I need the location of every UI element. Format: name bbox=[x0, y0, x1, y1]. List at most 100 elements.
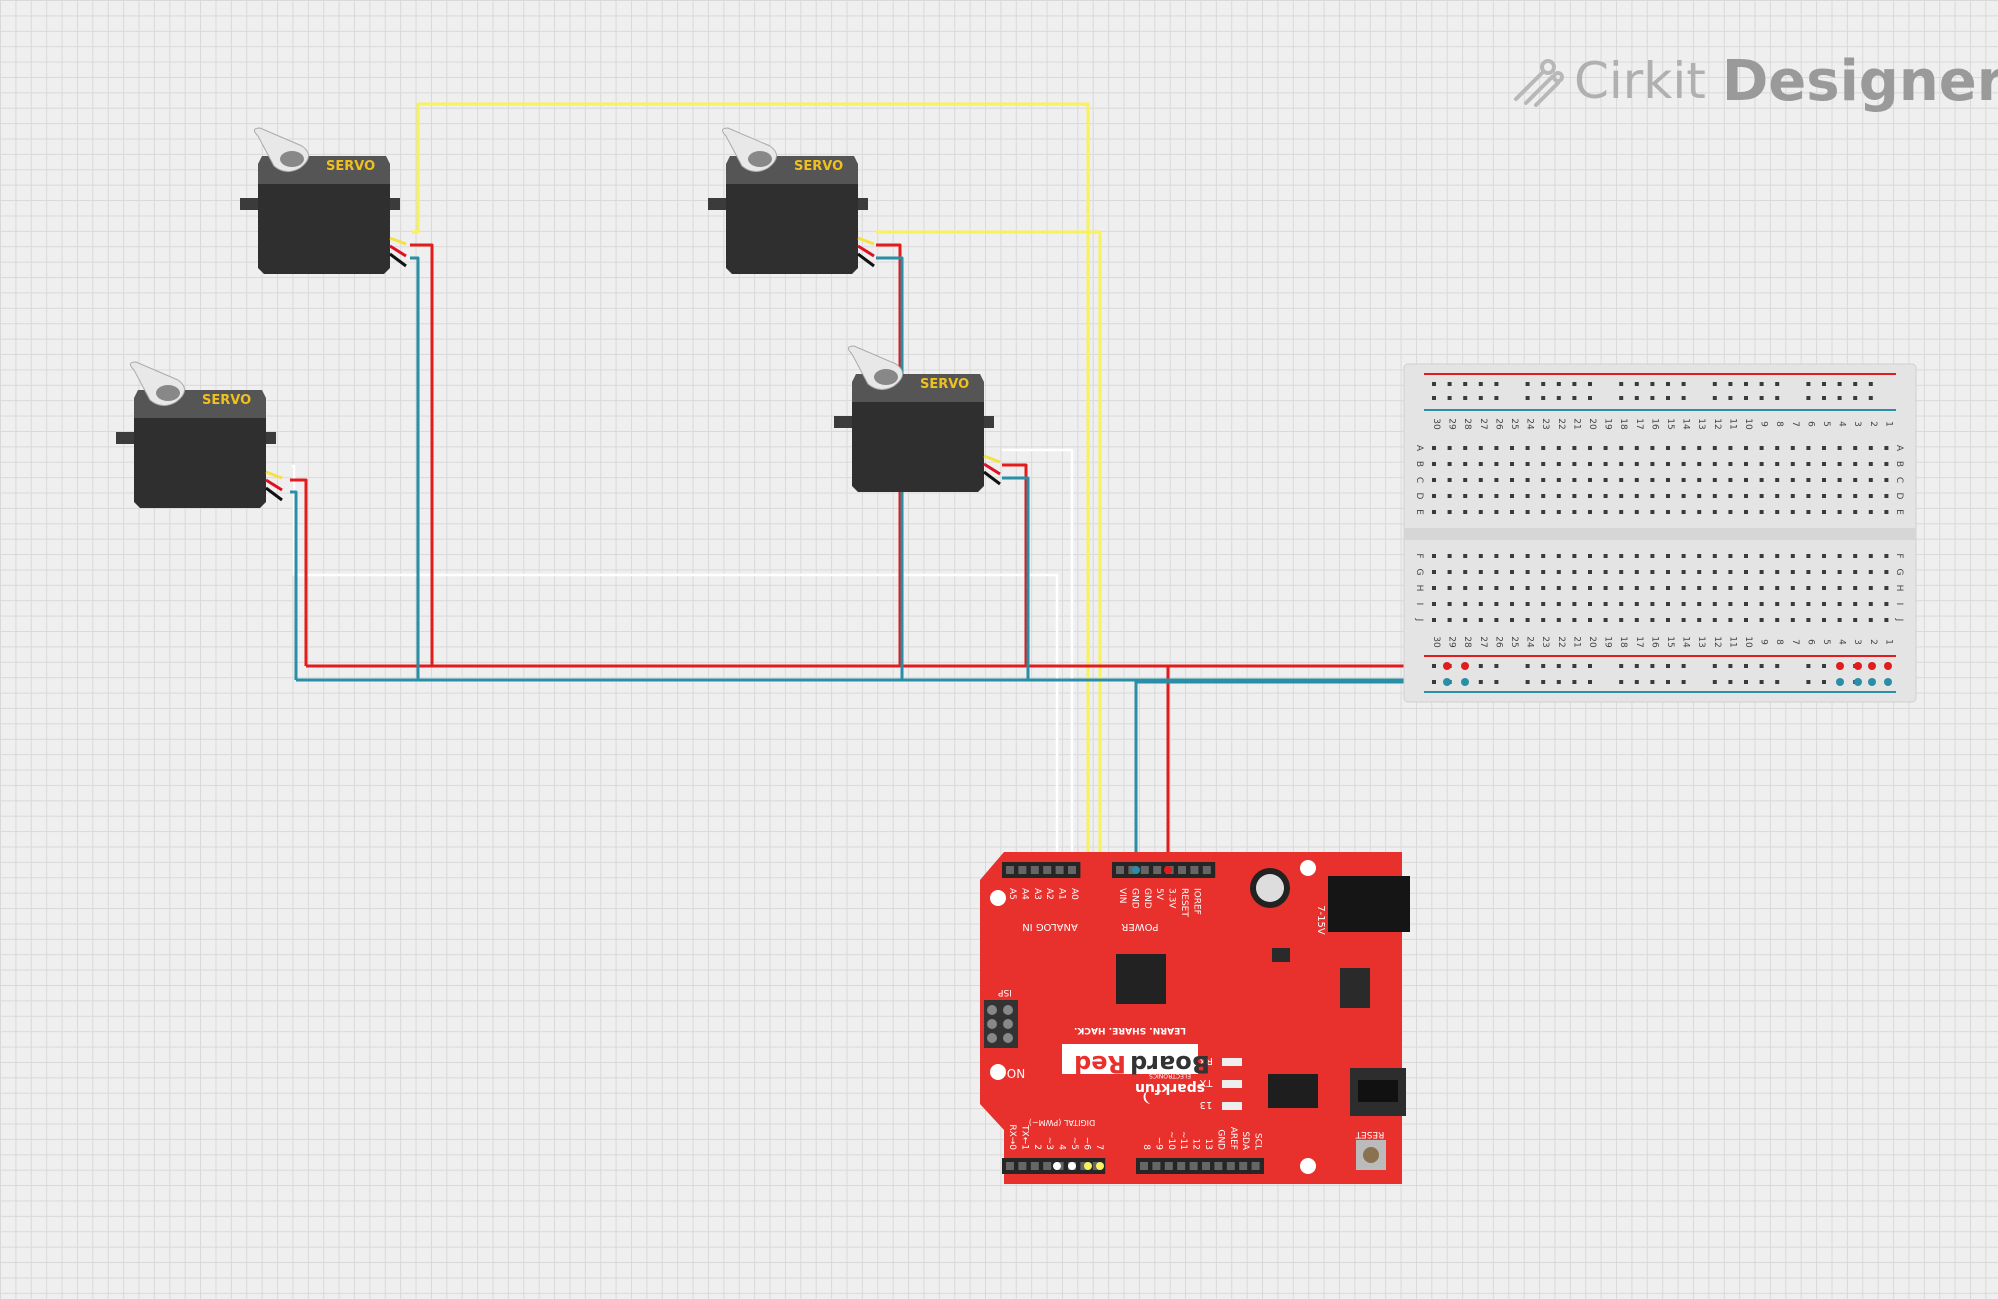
terminal-hole[interactable] bbox=[1603, 478, 1608, 482]
terminal-hole[interactable] bbox=[1728, 446, 1733, 450]
terminal-hole[interactable] bbox=[1681, 602, 1686, 606]
terminal-hole[interactable] bbox=[1432, 570, 1436, 574]
rail-hole[interactable] bbox=[1744, 396, 1748, 400]
header-pin[interactable] bbox=[1055, 866, 1064, 874]
terminal-hole[interactable] bbox=[1744, 554, 1748, 558]
terminal-hole[interactable] bbox=[1650, 462, 1655, 466]
terminal-hole[interactable] bbox=[1884, 602, 1889, 606]
terminal-hole[interactable] bbox=[1510, 446, 1514, 450]
terminal-hole[interactable] bbox=[1712, 510, 1717, 514]
header-pin[interactable] bbox=[1043, 1162, 1052, 1170]
terminal-hole[interactable] bbox=[1619, 618, 1624, 622]
rail-hole[interactable] bbox=[1759, 664, 1764, 668]
terminal-hole[interactable] bbox=[1775, 618, 1780, 622]
rail-hole[interactable] bbox=[1806, 382, 1811, 386]
terminal-hole[interactable] bbox=[1556, 446, 1561, 450]
terminal-hole[interactable] bbox=[1744, 510, 1748, 514]
terminal-hole[interactable] bbox=[1447, 478, 1452, 482]
terminal-hole[interactable] bbox=[1447, 618, 1452, 622]
terminal-hole[interactable] bbox=[1697, 618, 1702, 622]
header-pin[interactable] bbox=[1202, 866, 1211, 874]
terminal-hole[interactable] bbox=[1790, 618, 1795, 622]
terminal-hole[interactable] bbox=[1619, 462, 1624, 466]
terminal-hole[interactable] bbox=[1447, 494, 1452, 498]
terminal-hole[interactable] bbox=[1525, 586, 1530, 590]
terminal-hole[interactable] bbox=[1884, 462, 1889, 466]
rail-hole[interactable] bbox=[1447, 396, 1452, 400]
terminal-hole[interactable] bbox=[1463, 510, 1468, 514]
terminal-hole[interactable] bbox=[1463, 586, 1468, 590]
terminal-hole[interactable] bbox=[1650, 586, 1655, 590]
terminal-hole[interactable] bbox=[1556, 586, 1561, 590]
header-pin[interactable] bbox=[1030, 866, 1039, 874]
terminal-hole[interactable] bbox=[1525, 570, 1530, 574]
header-pin[interactable] bbox=[1251, 1162, 1260, 1170]
terminal-hole[interactable] bbox=[1619, 554, 1624, 558]
rail-hole[interactable] bbox=[1868, 396, 1873, 400]
isp-pin[interactable] bbox=[1003, 1005, 1013, 1015]
terminal-hole[interactable] bbox=[1478, 478, 1483, 482]
rail-hole[interactable] bbox=[1619, 382, 1624, 386]
terminal-hole[interactable] bbox=[1853, 462, 1858, 466]
rail-hole[interactable] bbox=[1541, 680, 1546, 684]
header-pin[interactable] bbox=[1178, 866, 1186, 874]
terminal-hole[interactable] bbox=[1541, 618, 1546, 622]
rail-hole[interactable] bbox=[1650, 382, 1655, 386]
terminal-hole[interactable] bbox=[1822, 586, 1826, 590]
terminal-hole[interactable] bbox=[1822, 494, 1826, 498]
terminal-hole[interactable] bbox=[1572, 446, 1577, 450]
terminal-hole[interactable] bbox=[1619, 478, 1624, 482]
terminal-hole[interactable] bbox=[1822, 554, 1826, 558]
rail-hole[interactable] bbox=[1822, 382, 1826, 386]
terminal-hole[interactable] bbox=[1837, 602, 1842, 606]
terminal-hole[interactable] bbox=[1884, 446, 1889, 450]
terminal-hole[interactable] bbox=[1868, 602, 1873, 606]
terminal-hole[interactable] bbox=[1510, 618, 1514, 622]
terminal-hole[interactable] bbox=[1494, 478, 1499, 482]
terminal-hole[interactable] bbox=[1697, 570, 1702, 574]
terminal-hole[interactable] bbox=[1790, 478, 1795, 482]
terminal-hole[interactable] bbox=[1556, 462, 1561, 466]
rail-hole[interactable] bbox=[1556, 680, 1561, 684]
terminal-hole[interactable] bbox=[1666, 510, 1670, 514]
terminal-hole[interactable] bbox=[1712, 494, 1717, 498]
terminal-hole[interactable] bbox=[1463, 602, 1468, 606]
terminal-hole[interactable] bbox=[1510, 602, 1514, 606]
terminal-hole[interactable] bbox=[1432, 478, 1436, 482]
terminal-hole[interactable] bbox=[1650, 478, 1655, 482]
rail-hole[interactable] bbox=[1541, 396, 1546, 400]
terminal-hole[interactable] bbox=[1619, 570, 1624, 574]
power-wire-servo-2[interactable] bbox=[876, 243, 902, 666]
terminal-hole[interactable] bbox=[1697, 602, 1702, 606]
terminal-hole[interactable] bbox=[1463, 554, 1468, 558]
terminal-hole[interactable] bbox=[1650, 554, 1655, 558]
terminal-hole[interactable] bbox=[1494, 494, 1499, 498]
header-pin[interactable] bbox=[1030, 1162, 1039, 1170]
terminal-hole[interactable] bbox=[1666, 478, 1670, 482]
terminal-hole[interactable] bbox=[1541, 570, 1546, 574]
terminal-hole[interactable] bbox=[1447, 462, 1452, 466]
terminal-hole[interactable] bbox=[1744, 478, 1748, 482]
rail-hole[interactable] bbox=[1556, 664, 1561, 668]
terminal-hole[interactable] bbox=[1712, 478, 1717, 482]
rail-hole[interactable] bbox=[1556, 382, 1561, 386]
rail-hole[interactable] bbox=[1650, 664, 1655, 668]
power-wire-servo-4[interactable] bbox=[1002, 463, 1028, 666]
terminal-hole[interactable] bbox=[1572, 554, 1577, 558]
terminal-hole[interactable] bbox=[1463, 570, 1468, 574]
terminal-hole[interactable] bbox=[1681, 510, 1686, 514]
header-pin[interactable] bbox=[1018, 866, 1027, 874]
terminal-hole[interactable] bbox=[1650, 618, 1655, 622]
terminal-hole[interactable] bbox=[1572, 478, 1577, 482]
rail-hole[interactable] bbox=[1666, 680, 1670, 684]
terminal-hole[interactable] bbox=[1822, 510, 1826, 514]
power-wire-servo-3[interactable] bbox=[290, 478, 308, 666]
terminal-hole[interactable] bbox=[1837, 478, 1842, 482]
rail-hole[interactable] bbox=[1806, 664, 1811, 668]
terminal-hole[interactable] bbox=[1478, 618, 1483, 622]
terminal-hole[interactable] bbox=[1650, 494, 1655, 498]
terminal-hole[interactable] bbox=[1884, 494, 1889, 498]
rail-hole[interactable] bbox=[1541, 382, 1546, 386]
terminal-hole[interactable] bbox=[1712, 446, 1717, 450]
terminal-hole[interactable] bbox=[1478, 602, 1483, 606]
